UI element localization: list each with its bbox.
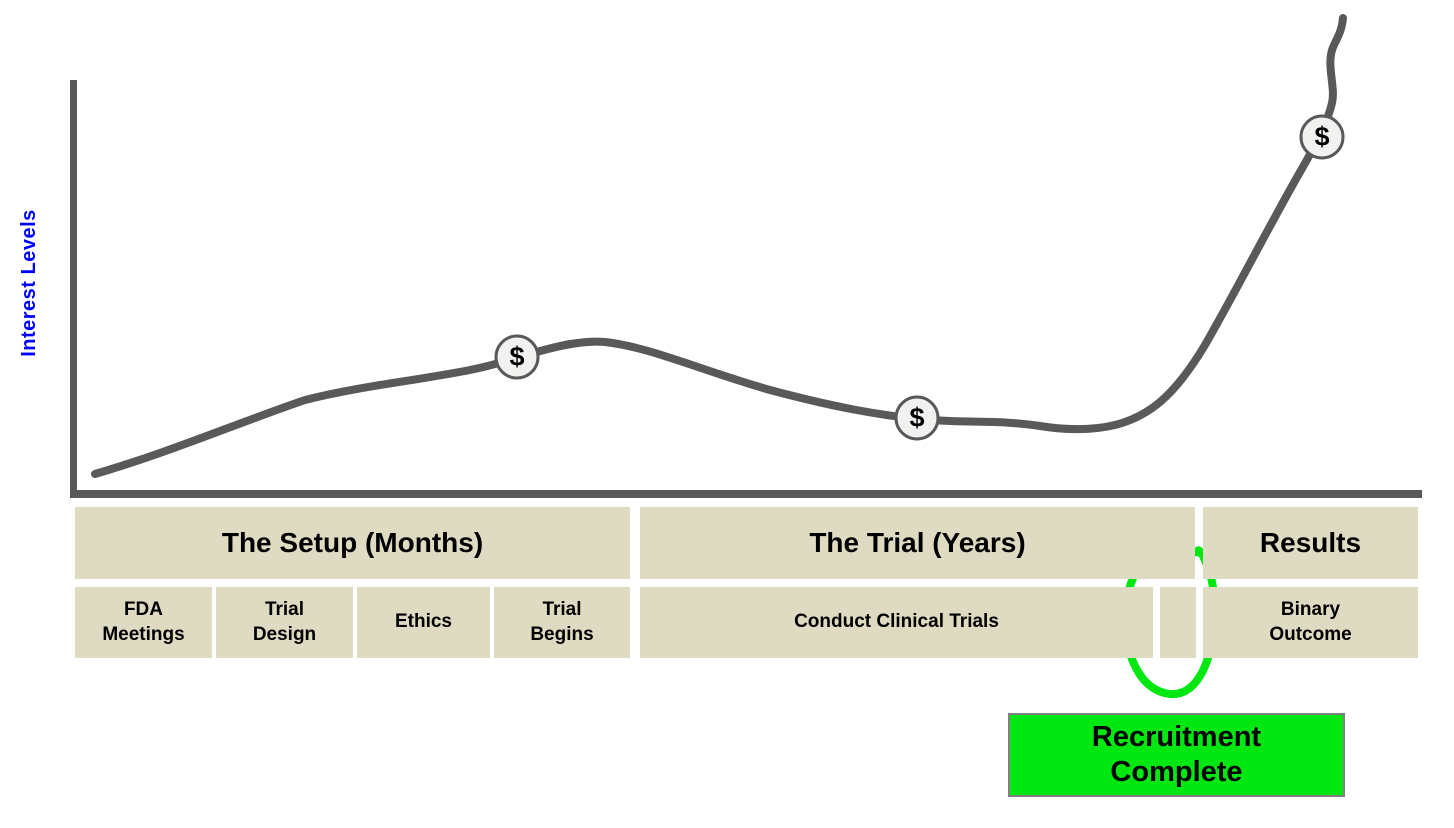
recruitment-complete-callout: Recruitment Complete (1008, 713, 1345, 797)
y-axis-line (70, 80, 77, 498)
x-axis-line (70, 490, 1422, 498)
money-marker-icon: $ (494, 334, 540, 380)
dollar-sign: $ (1314, 121, 1330, 152)
phase-box-conduct-clinical-trials: Conduct Clinical Trials (640, 587, 1153, 658)
phase-box-trial-design: Trial Design (216, 587, 353, 658)
dollar-sign: $ (509, 341, 525, 372)
phase-box-ethics: Ethics (357, 587, 490, 658)
timeline-header-results: Results (1203, 507, 1418, 579)
phase-box-trial-begins: Trial Begins (494, 587, 630, 658)
money-marker-icon: $ (1299, 114, 1345, 160)
phase-box-binary-outcome: Binary Outcome (1203, 587, 1418, 658)
timeline-header-setup: The Setup (Months) (75, 507, 630, 579)
interest-level-curve (91, 14, 1347, 478)
phase-box-fda-meetings: FDA Meetings (75, 587, 212, 658)
money-marker-icon: $ (894, 395, 940, 441)
timeline-header-trial: The Trial (Years) (640, 507, 1195, 579)
phase-box-unlabeled (1160, 587, 1196, 658)
dollar-sign: $ (909, 402, 925, 433)
